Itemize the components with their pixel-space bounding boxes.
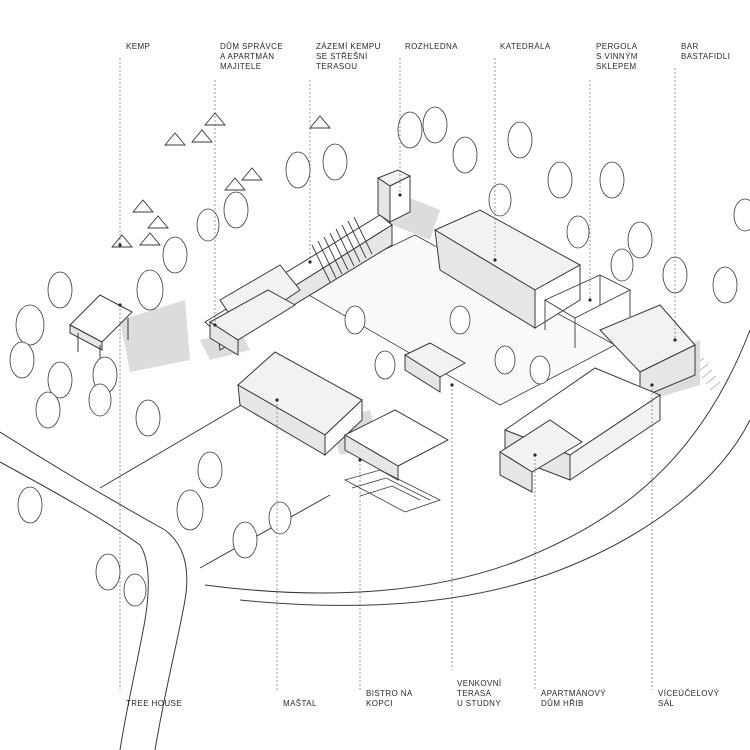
leader-lines: [119, 58, 676, 690]
label-kemp: KEMP: [126, 42, 151, 51]
label-katedrala: KATEDRÁLA: [500, 42, 551, 51]
roof-pergola-slats: [311, 216, 373, 283]
label-pergola: PERGOLA S VINNÝM SKLEPEM: [596, 42, 638, 71]
building-dum-spravce: [209, 289, 296, 356]
trees: [9, 106, 750, 607]
building-pergola: [544, 274, 631, 348]
roads: [0, 329, 750, 750]
building-apartmanovy-dum: [499, 419, 583, 493]
campsite-tents: [111, 112, 331, 248]
building-rozhledna: [376, 169, 412, 223]
building-tree-house: [69, 294, 133, 362]
label-tree-house: TREE HOUSE: [126, 699, 183, 708]
building-mastal: [237, 351, 363, 457]
label-bistro: BISTRO NA KOPCI: [366, 689, 413, 708]
label-viceucelovy-sal: VÍCEÚČELOVÝ SÁL: [658, 689, 720, 708]
label-apartmanovy-dum: APARTMÁNOVÝ DŮM HŘIB: [541, 689, 607, 708]
building-venkovni-terasa: [403, 342, 467, 393]
building-katedrala: [433, 209, 582, 329]
label-mastal: MAŠTAL: [283, 699, 317, 708]
terrace-steps: [343, 469, 442, 513]
label-dum-spravce: DŮM SPRÁVCE A APARTMÁN MAJITELE: [220, 42, 284, 71]
label-rozhledna: ROZHLEDNA: [405, 42, 458, 51]
label-bar: BAR BASTAFIDLI: [681, 42, 731, 61]
building-bistro: [343, 409, 450, 481]
label-zazemi-kempu: ZÁZEMÍ KEMPU SE STŘEŠNÍ TERASOU: [316, 42, 381, 71]
leader-dots: [118, 193, 677, 462]
label-venkovni-terasa: VENKOVNÍ TERASA U STUDNY: [457, 679, 502, 708]
